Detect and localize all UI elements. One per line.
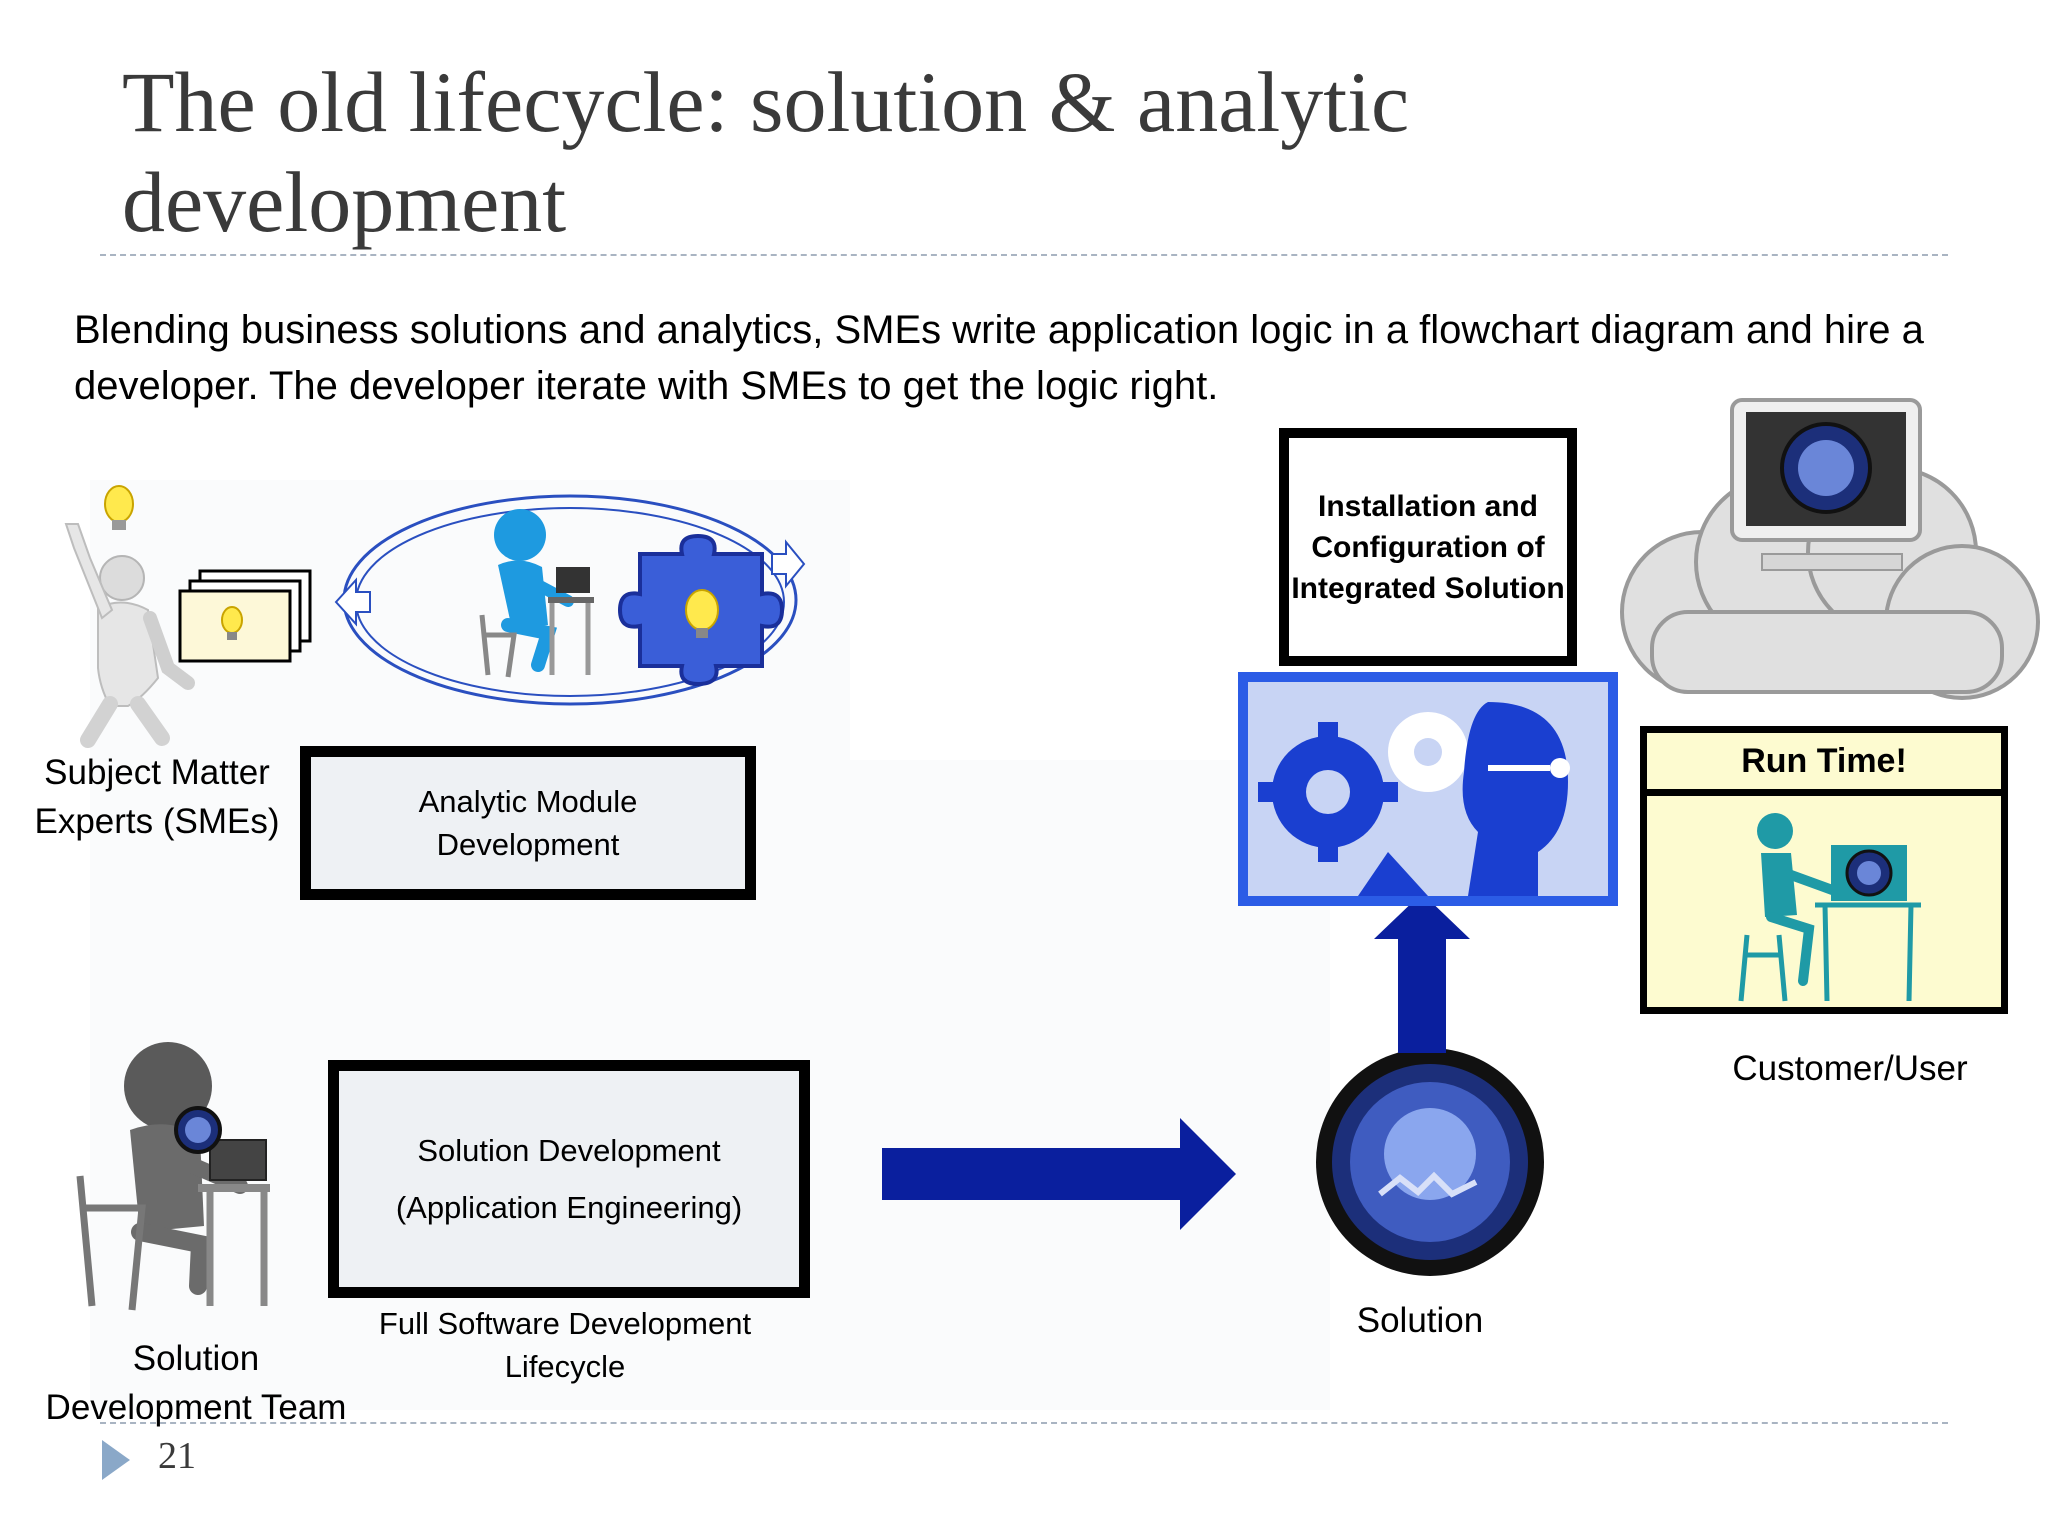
blue-developer-icon bbox=[479, 509, 594, 678]
top-divider bbox=[100, 254, 1948, 256]
bottom-divider bbox=[100, 1422, 1948, 1424]
runtime-panel: Run Time! bbox=[1640, 726, 2008, 1014]
iteration-loop bbox=[334, 494, 806, 706]
solution-label: Solution bbox=[1356, 1301, 1484, 1340]
solution-box-line2: (Application Engineering) bbox=[395, 1190, 743, 1225]
slide-bullet-icon bbox=[102, 1440, 130, 1480]
solution-orb-icon bbox=[1316, 1048, 1544, 1276]
sme-label: Subject Matter Experts (SMEs) bbox=[34, 753, 280, 841]
gears-head-icon bbox=[1238, 672, 1618, 906]
solution-development-box: Solution Development (Application Engine… bbox=[328, 1060, 810, 1298]
runtime-header: Run Time! bbox=[1647, 733, 2001, 796]
lightbulb-icon bbox=[104, 485, 134, 530]
cloud-computer-icon bbox=[1620, 398, 2040, 700]
documents-icon bbox=[178, 569, 312, 663]
lifecycle-caption: Full Software Development Lifecycle bbox=[378, 1306, 752, 1384]
team-label: Solution Development Team bbox=[45, 1339, 347, 1427]
customer-label: Customer/User bbox=[1732, 1049, 1968, 1088]
analytic-module-text: Analytic Module Development bbox=[418, 784, 638, 862]
intro-text: Blending business solutions and analytic… bbox=[74, 308, 1924, 408]
installation-text: Installation and Configuration of Integr… bbox=[1291, 489, 1565, 605]
installation-box: Installation and Configuration of Integr… bbox=[1279, 428, 1577, 666]
analytic-module-box: Analytic Module Development bbox=[300, 746, 756, 900]
customer-at-desk-icon bbox=[1738, 813, 1921, 1002]
solution-box-line1: Solution Development bbox=[417, 1133, 721, 1168]
blue-arrow-icon bbox=[882, 1118, 1236, 1230]
puzzle-icon bbox=[617, 533, 785, 686]
gray-developer-icon bbox=[76, 1042, 270, 1311]
slide-title: The old lifecycle: solution & analytic d… bbox=[122, 54, 1410, 250]
person-pointing-icon bbox=[64, 485, 195, 748]
page-number: 21 bbox=[158, 1435, 196, 1477]
up-arrow-icon bbox=[1374, 893, 1470, 1053]
